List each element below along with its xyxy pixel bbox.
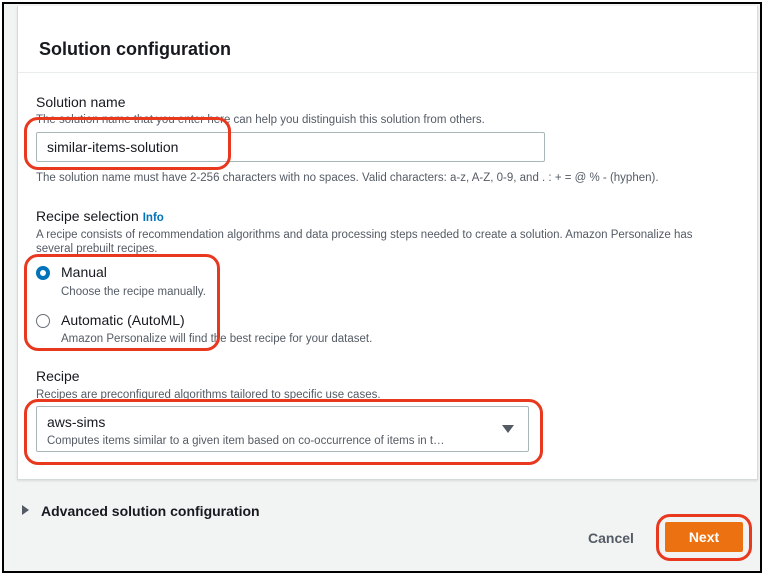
recipe-description: Recipes are preconfigured algorithms tai… [36,389,381,401]
info-link[interactable]: Info [142,212,164,224]
panel-title: Solution configuration [39,39,231,59]
radio-automl[interactable] [36,314,50,328]
recipe-select-description: Computes items similar to a given item b… [47,435,445,447]
solution-name-description: The solution name that you enter here ca… [36,114,485,126]
caret-right-icon [22,505,29,515]
radio-automl-description: Amazon Personalize will find the best re… [61,333,373,345]
solution-name-label: Solution name [36,94,126,110]
solution-name-constraint: The solution name must have 2-256 charac… [36,172,659,184]
panel-header: Solution configuration [18,6,757,73]
advanced-configuration-toggle[interactable]: Advanced solution configuration [22,503,260,519]
caret-down-icon [502,425,514,433]
cancel-button[interactable]: Cancel [576,524,646,552]
radio-manual-label[interactable]: Manual [61,264,107,280]
recipe-label: Recipe [36,368,80,384]
solution-name-input[interactable]: similar-items-solution [36,132,545,162]
recipe-selection-label: Recipe selection [36,208,139,224]
advanced-configuration-label: Advanced solution configuration [41,503,260,519]
recipe-select[interactable]: aws-sims Computes items similar to a giv… [36,406,529,452]
radio-manual[interactable] [36,266,50,280]
recipe-select-value: aws-sims [47,414,106,430]
radio-manual-description: Choose the recipe manually. [61,286,206,298]
radio-automl-label[interactable]: Automatic (AutoML) [61,312,185,328]
recipe-selection-description: A recipe consists of recommendation algo… [36,229,693,255]
next-button[interactable]: Next [665,522,743,552]
